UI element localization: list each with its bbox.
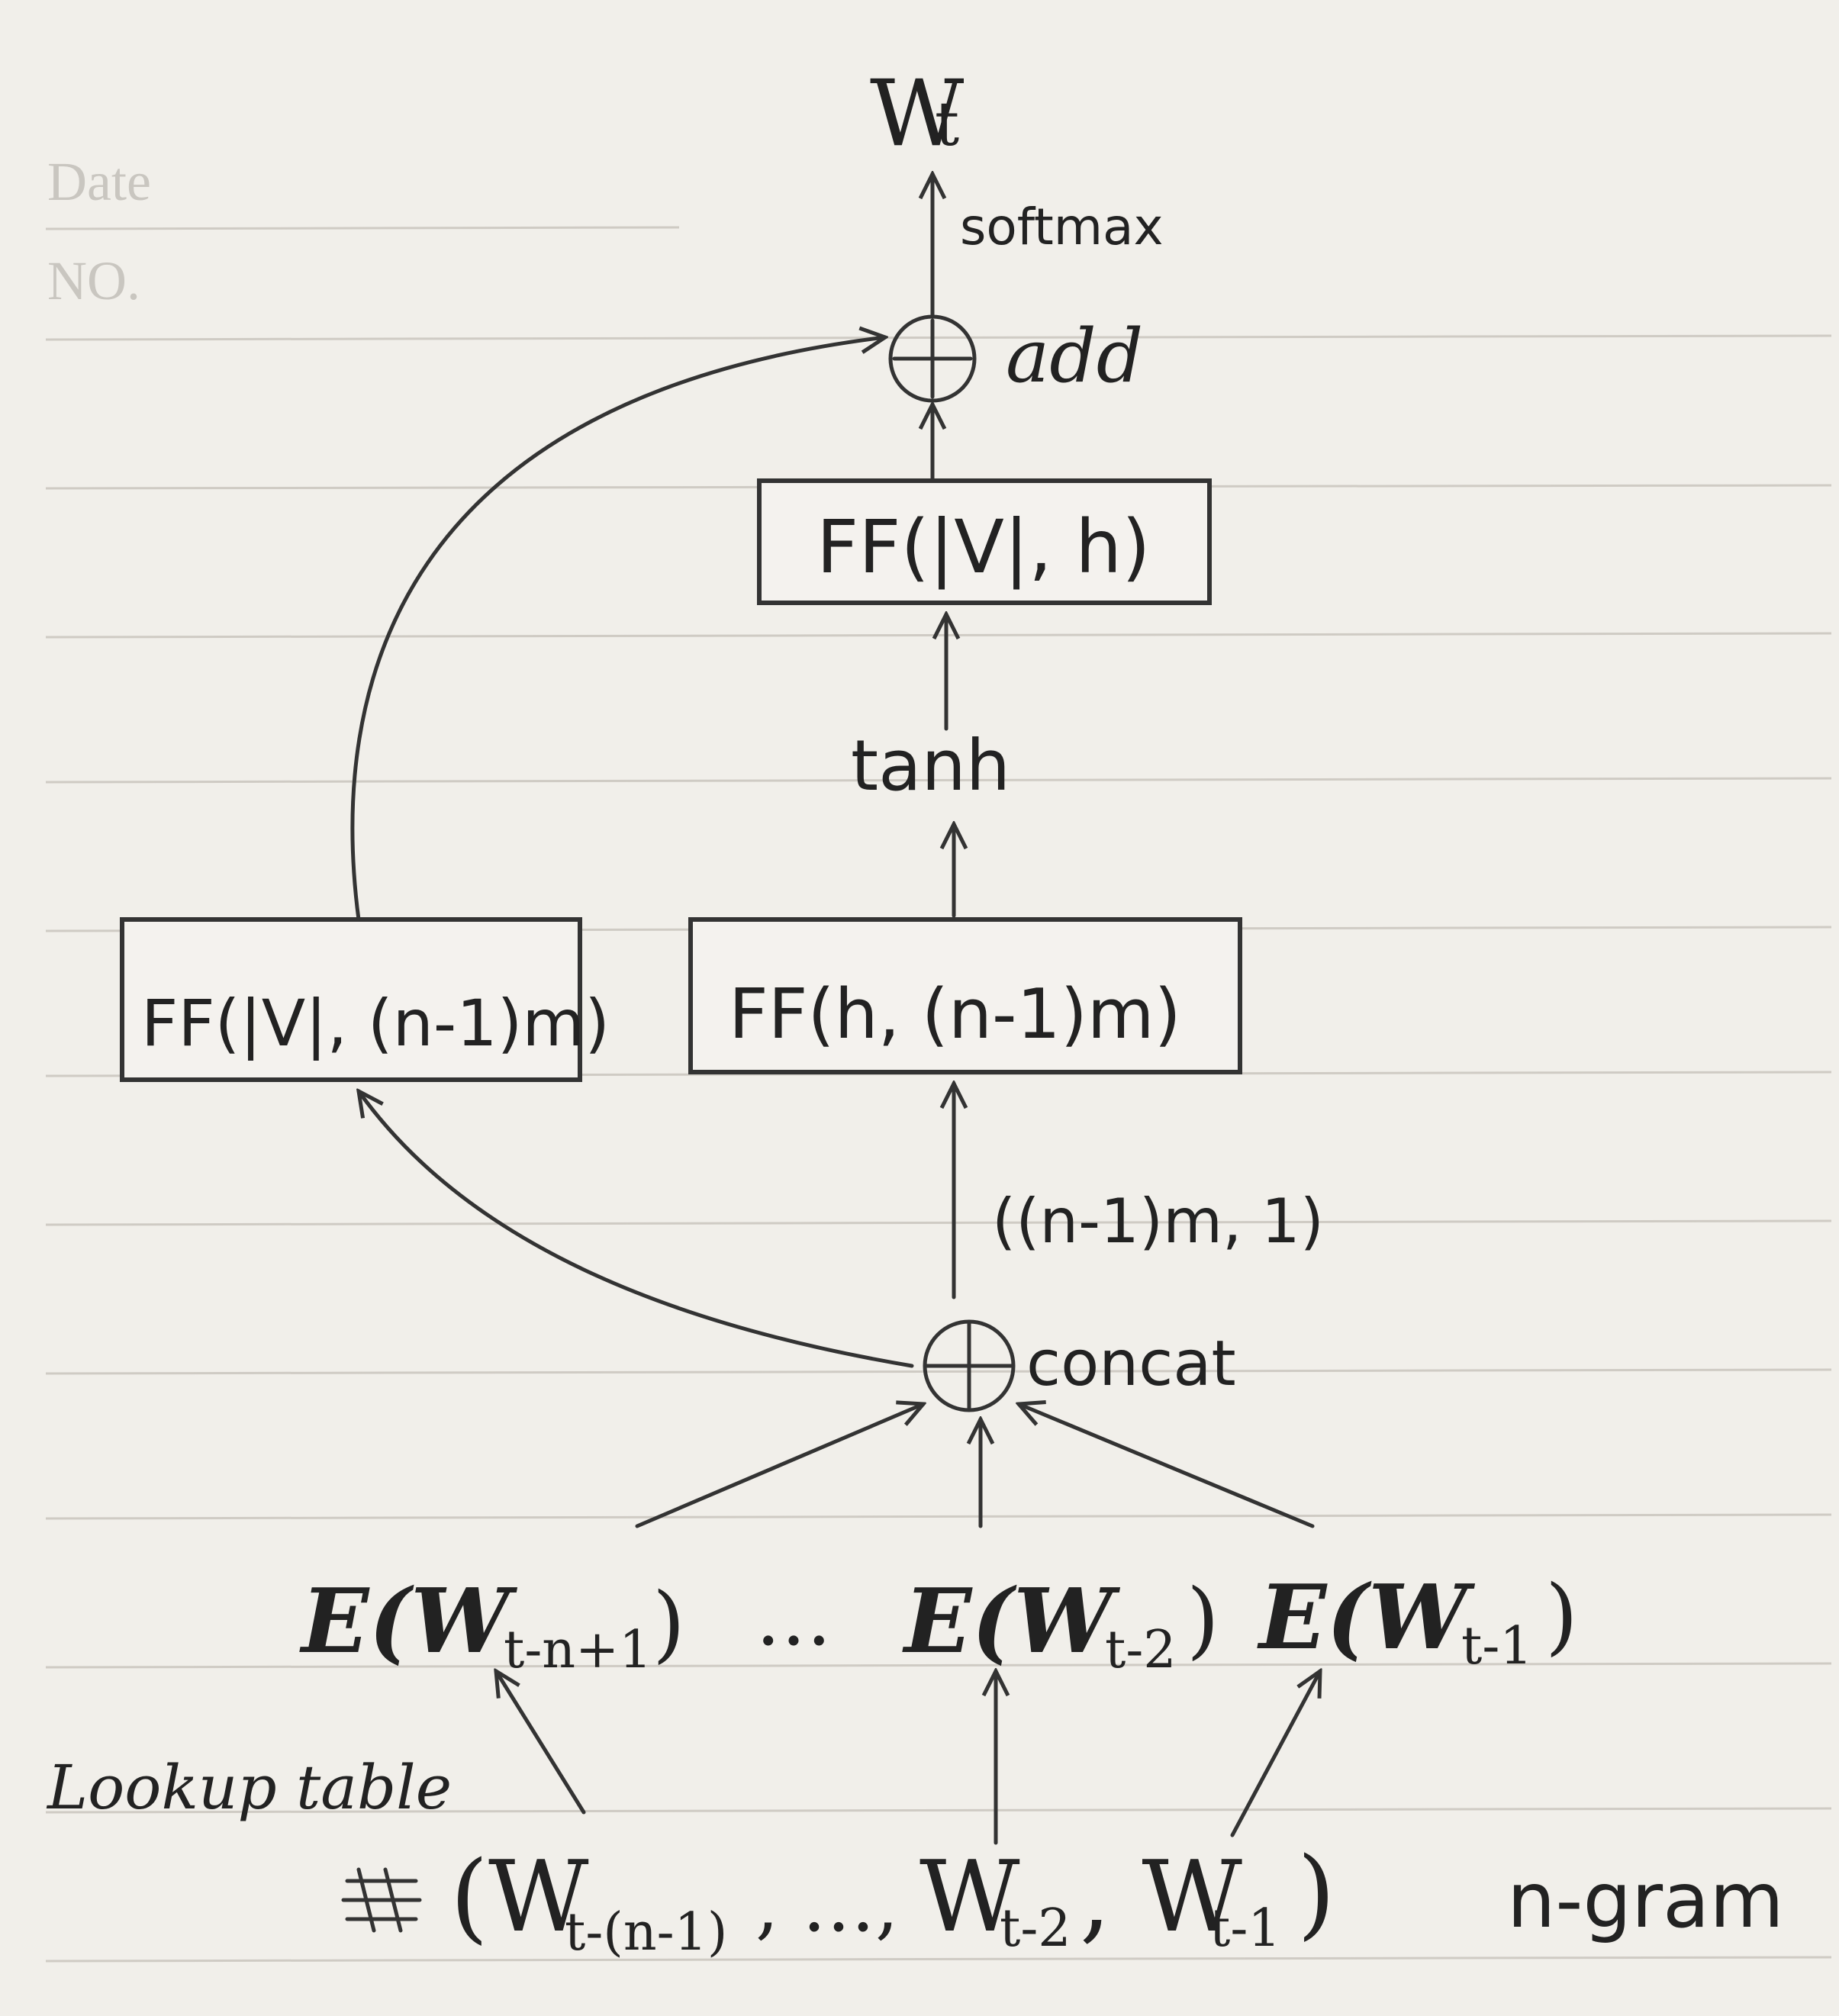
embed-2-close: ): [1187, 1570, 1219, 1668]
lookup-3-arrow: [1230, 1671, 1320, 1837]
ngram-open: (W: [450, 1840, 589, 1954]
embedding-2: E(W t-2 ): [902, 1570, 1219, 1680]
ngram-subscript-1: t-(n-1): [565, 1902, 727, 1963]
embed-1-subscript: t-n+1: [504, 1620, 652, 1680]
ngram-w3: , W: [1080, 1840, 1242, 1954]
add-node: [888, 314, 977, 403]
ff-mid-box: [688, 917, 1242, 1074]
lookup-table-label: Lookup table: [46, 1752, 452, 1823]
embed-2-subscript: t-2: [1105, 1620, 1177, 1680]
ngram-w2: W: [920, 1840, 1020, 1954]
ngram-ellipsis: , …,: [755, 1863, 899, 1948]
number-label: NO.: [47, 250, 140, 311]
embed-2-label: E(W: [902, 1570, 1120, 1673]
ngram-subscript-3: t-1: [1209, 1898, 1281, 1959]
ngram-tuple: (W t-(n-1) , …, W t-2 , W t-1 ): [450, 1837, 1335, 1963]
embed-ellipsis: …: [755, 1573, 832, 1663]
embed-3-subscript: t-1: [1461, 1616, 1533, 1676]
embed-3-to-concat-arrow: [1019, 1404, 1315, 1528]
embed-3-close: ): [1545, 1567, 1578, 1664]
embedding-3: E(W t-1 ): [1257, 1566, 1578, 1676]
ff-top-box: [757, 478, 1212, 605]
concat-dim-label: ((n-1)m, 1): [992, 1186, 1324, 1257]
embed-1-to-concat-arrow: [635, 1404, 923, 1528]
embedding-1: E(W t-n+1 ): [299, 1570, 685, 1680]
ff-mid-label: FF(h, (n-1)m): [729, 974, 1181, 1055]
lookup-1-arrow: [496, 1671, 586, 1815]
add-label: add: [1006, 314, 1143, 399]
ngram-label: n-gram: [1507, 1856, 1784, 1945]
output-subscript: t: [935, 89, 959, 159]
scribble-mark: [341, 1867, 422, 1933]
concat-node: [923, 1319, 1016, 1412]
concat-to-ff-left-arrow: [359, 1091, 914, 1368]
embed-1-close: ): [652, 1574, 685, 1672]
concat-label: concat: [1026, 1328, 1236, 1400]
embed-1-label: E(W: [299, 1570, 517, 1673]
ff-left-label: FF(|V|, (n-1)m): [141, 986, 610, 1061]
tanh-label: tanh: [851, 725, 1010, 807]
ff-top-label: FF(|V|, h): [816, 504, 1151, 591]
ff-left-box: [120, 917, 582, 1082]
ngram-close: ): [1297, 1837, 1335, 1950]
date-label: Date: [47, 151, 151, 212]
skip-connection-arrow: [350, 337, 885, 922]
output-label: W: [870, 61, 964, 167]
embed-3-label: E(W: [1257, 1566, 1475, 1670]
softmax-label: softmax: [960, 198, 1164, 256]
ngram-subscript-2: t-2: [1000, 1898, 1071, 1959]
